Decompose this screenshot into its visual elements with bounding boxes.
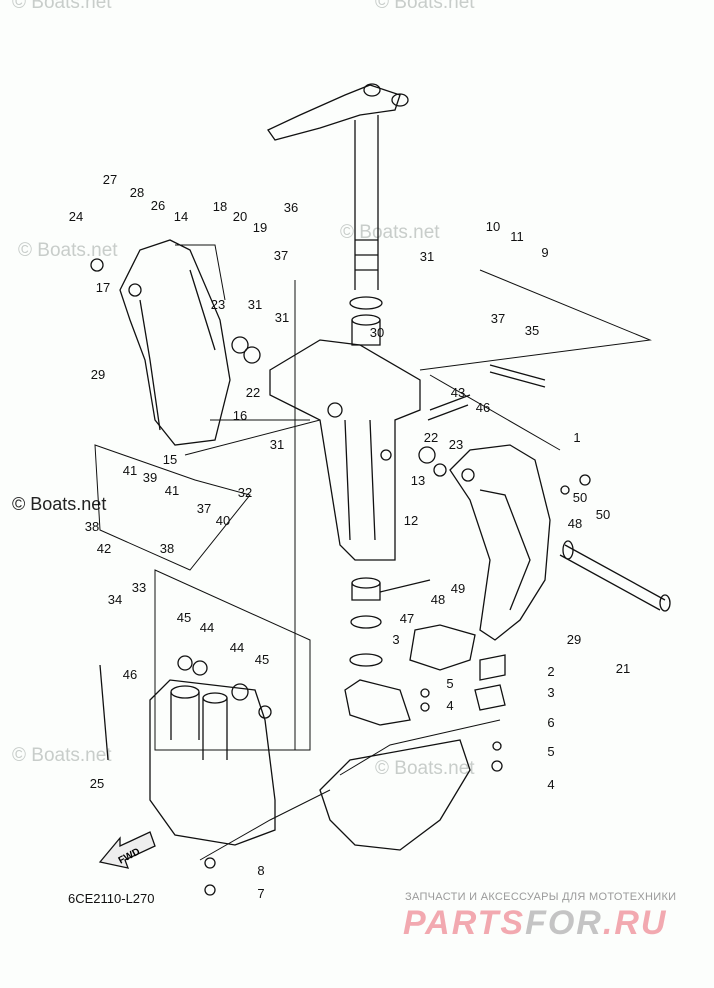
part-label[interactable]: 33 [131, 580, 147, 595]
part-label[interactable]: 45 [176, 610, 192, 625]
logo-part: .RU [602, 904, 668, 942]
steering-arm [267, 83, 409, 290]
part-label[interactable]: 47 [399, 611, 415, 626]
part-label[interactable]: 5 [446, 676, 454, 691]
part-label[interactable]: 30 [369, 325, 385, 340]
part-label[interactable]: 27 [102, 172, 118, 187]
bushings [349, 296, 383, 667]
part-label[interactable]: 34 [107, 592, 123, 607]
part-label[interactable]: 4 [547, 777, 555, 792]
part-label[interactable]: 48 [430, 592, 446, 607]
part-label[interactable]: 12 [403, 513, 419, 528]
part-label[interactable]: 10 [485, 219, 501, 234]
part-label[interactable]: 7 [257, 886, 265, 901]
part-label[interactable]: 41 [164, 483, 180, 498]
part-label[interactable]: 35 [524, 323, 540, 338]
part-label[interactable]: 31 [247, 297, 263, 312]
shop-tagline: ЗАПЧАСТИ И АКСЕССУАРЫ ДЛЯ МОТОТЕХНИКИ [405, 891, 677, 903]
part-label[interactable]: 29 [90, 367, 106, 382]
part-label[interactable]: 22 [245, 385, 261, 400]
part-label[interactable]: 16 [232, 408, 248, 423]
part-label[interactable]: 11 [510, 229, 524, 244]
part-label[interactable]: 25 [89, 776, 105, 791]
callout-lines [94, 244, 652, 861]
watermark: © Boats.net [375, 0, 475, 13]
logo-part: FOR [525, 904, 603, 942]
part-label[interactable]: 41 [122, 463, 138, 478]
logo-part: PARTS [403, 904, 526, 942]
part-label[interactable]: 26 [150, 198, 166, 213]
part-label[interactable]: 23 [448, 437, 464, 452]
fwd-arrow-icon [98, 831, 156, 869]
part-label[interactable]: 31 [274, 310, 290, 325]
clamp-bracket-right [449, 444, 551, 641]
stopper-parts [409, 624, 506, 711]
watermark: © Boats.net [12, 494, 107, 514]
part-label[interactable]: 46 [475, 400, 491, 415]
part-label[interactable]: 49 [450, 581, 466, 596]
part-label[interactable]: 38 [84, 519, 100, 534]
part-label[interactable]: 23 [210, 297, 226, 312]
watermark: © Boats.net [18, 240, 118, 261]
part-label[interactable]: 1 [573, 430, 581, 445]
part-label[interactable]: 45 [254, 652, 270, 667]
part-label[interactable]: 40 [215, 513, 231, 528]
swivel-bracket [269, 339, 421, 561]
part-label[interactable]: 31 [269, 437, 285, 452]
watermark: © Boats.net [12, 745, 112, 766]
part-label[interactable]: 15 [162, 452, 178, 467]
through-tube [559, 540, 671, 612]
part-label[interactable]: 22 [423, 430, 439, 445]
part-label[interactable]: 44 [229, 640, 245, 655]
hardware [90, 258, 591, 896]
part-label[interactable]: 4 [446, 698, 454, 713]
part-label[interactable]: 6 [547, 715, 555, 730]
part-label[interactable]: 19 [252, 220, 268, 235]
part-label[interactable]: 5 [547, 744, 555, 759]
part-label[interactable]: 48 [567, 516, 583, 531]
clamp-bracket-left [119, 239, 231, 446]
part-label[interactable]: 36 [283, 200, 299, 215]
watermark: © Boats.net [340, 222, 440, 243]
watermark: © Boats.net [12, 0, 112, 13]
tilt-unit [149, 679, 276, 846]
part-label[interactable]: 18 [212, 199, 228, 214]
part-label[interactable]: 21 [615, 661, 631, 676]
watermark: © Boats.net [375, 758, 475, 779]
part-label[interactable]: 50 [595, 507, 611, 522]
part-label[interactable]: 38 [159, 541, 175, 556]
part-label[interactable]: 39 [142, 470, 158, 485]
part-label[interactable]: 14 [173, 209, 189, 224]
part-label[interactable]: 43 [450, 385, 466, 400]
part-label[interactable]: 28 [129, 185, 145, 200]
part-label[interactable]: 3 [547, 685, 555, 700]
part-label[interactable]: 13 [410, 473, 426, 488]
part-label[interactable]: 37 [490, 311, 506, 326]
shop-logo: PARTSFOR.RU [403, 904, 667, 943]
part-label[interactable]: 32 [237, 485, 253, 500]
part-label[interactable]: 42 [96, 541, 112, 556]
part-label[interactable]: 24 [68, 209, 84, 224]
part-label[interactable]: 20 [232, 209, 248, 224]
part-label[interactable]: 50 [572, 490, 588, 505]
part-label[interactable]: 17 [95, 280, 111, 295]
diagram-code: 6CE2110-L270 [68, 891, 155, 906]
lower-mount [319, 679, 471, 851]
part-label[interactable]: 31 [419, 249, 435, 264]
part-label[interactable]: 46 [122, 667, 138, 682]
part-label[interactable]: 44 [199, 620, 215, 635]
part-label[interactable]: 3 [392, 632, 400, 647]
part-label[interactable]: 8 [257, 863, 265, 878]
part-label[interactable]: 37 [196, 501, 212, 516]
part-label[interactable]: 37 [273, 248, 289, 263]
part-label[interactable]: 9 [541, 245, 549, 260]
part-label[interactable]: 2 [547, 664, 555, 679]
part-label[interactable]: 29 [566, 632, 582, 647]
